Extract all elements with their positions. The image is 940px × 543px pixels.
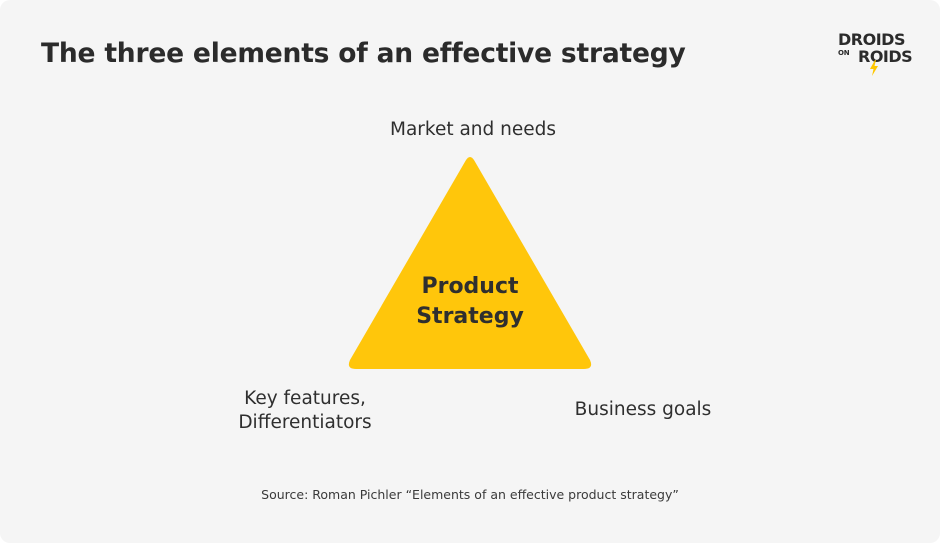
page-title: The three elements of an effective strat… [41, 38, 686, 69]
vertex-label-business-goals: Business goals [574, 399, 712, 420]
droids-on-roids-logo: DROIDS ON ROIDS [838, 30, 913, 76]
vertex-label-key-features-line2: Differentiators [238, 412, 372, 433]
vertex-label-key-features: Key features, Differentiators [215, 387, 395, 435]
logo-text-line1: DROIDS [838, 30, 905, 49]
lightning-bolt-icon [870, 60, 878, 76]
strategy-triangle [348, 157, 592, 369]
vertex-label-market-needs: Market and needs [389, 119, 557, 140]
vertex-label-key-features-line1: Key features, [244, 388, 366, 409]
product-strategy-label: Product Strategy [400, 272, 540, 332]
center-label-line2: Strategy [416, 304, 524, 329]
logo-text-line2: ROIDS [858, 47, 913, 66]
source-citation: Source: Roman Pichler “Elements of an ef… [261, 487, 679, 502]
center-label-line1: Product [421, 274, 519, 299]
logo-text-on: ON [838, 49, 850, 57]
